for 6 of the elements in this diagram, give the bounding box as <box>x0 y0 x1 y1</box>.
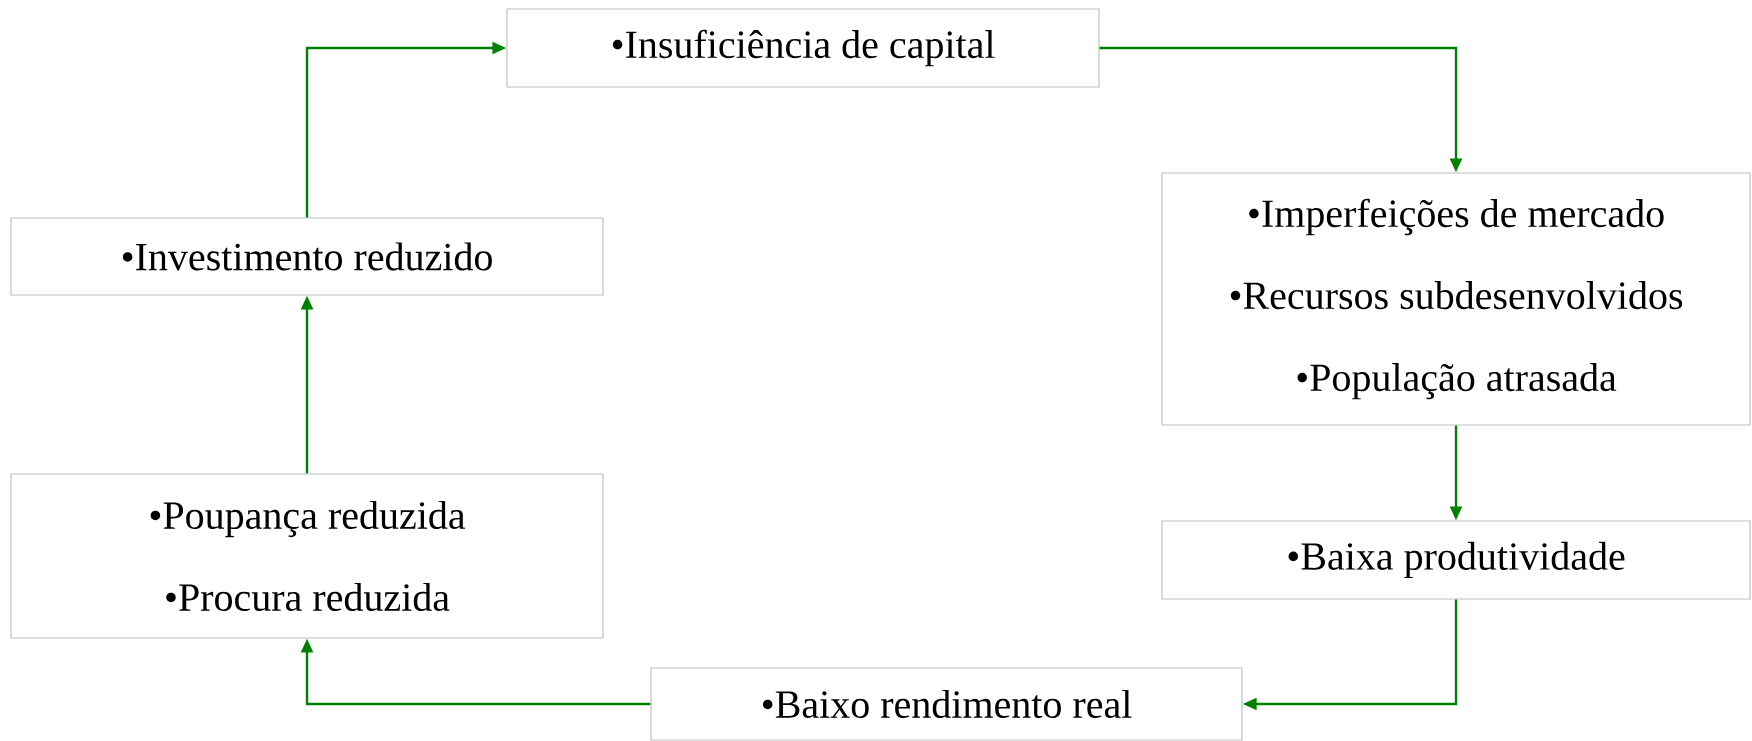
text-box: •Baixa produtividade <box>1161 520 1751 600</box>
text-box: •Imperfeições de mercado •Recursos subdesenvolvidos •População atrasada <box>1161 172 1751 426</box>
text-box: •Investimento reduzido <box>10 217 604 296</box>
text-box: •Poupança reduzida •Procura reduzida <box>10 473 604 639</box>
text-box: •Baixo rendimento real <box>650 667 1243 741</box>
text-box: •Insuficiência de capital <box>506 8 1100 88</box>
